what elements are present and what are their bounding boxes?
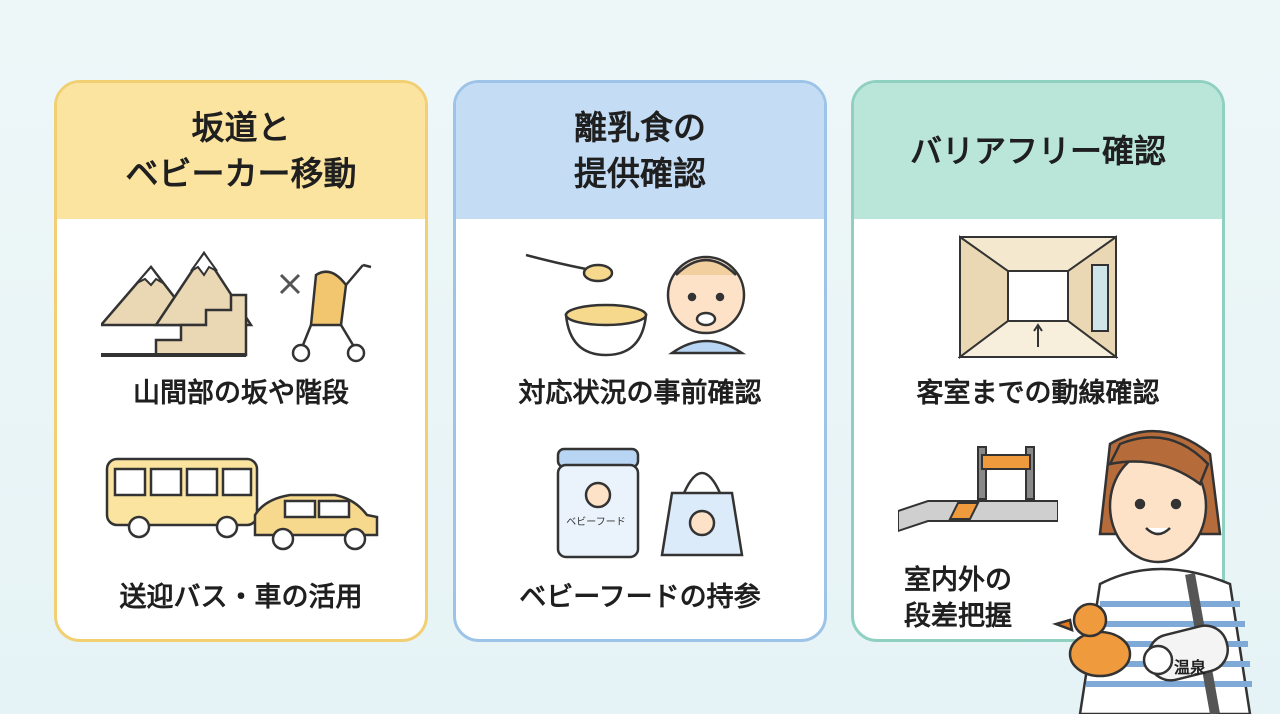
card-title: 離乳食の 提供確認 [456,83,824,219]
card-title-line1: 離乳食の [574,108,706,147]
slope-stairs-label: 山間部の坂や階段 [133,378,349,409]
card-title-line1: 坂道と [191,108,291,147]
mountains-stairs-icon [101,250,372,363]
bus-car-icon [105,457,379,551]
can-label: ベビーフード [566,517,626,528]
card-title-line2: 提供確認 [574,154,706,193]
step-gap-label-line2: 段差把握 [904,601,1012,632]
card-slope-stroller: 坂道と ベビーカー移動 山間部の坂や階段 [54,80,428,642]
step-barrier-icon [898,446,1058,533]
card-baby-food: 離乳食の 提供確認 対応状況の事前確認 ベビーフード ベビーフードの持参 [453,80,827,642]
bring-baby-food-label: ベビーフードの持参 [519,582,761,613]
card-title: バリアフリー確認 [854,83,1222,219]
advance-check-label: 対応状況の事前確認 [518,378,762,409]
woman-character-icon [1052,429,1252,714]
bus-car-label: 送迎バス・車の活用 [119,582,363,613]
step-gap-label: 室内外の 段差把握 [904,563,1012,635]
card-title-line1: バリアフリー確認 [909,132,1166,170]
spoon-bowl-baby-icon [525,253,747,357]
step-gap-label-line1: 室内外の [904,565,1012,596]
card-title: 坂道と ベビーカー移動 [57,83,425,219]
card-title-line2: ベビーカー移動 [125,154,357,193]
route-check-label: 客室までの動線確認 [916,378,1160,409]
corridor-icon [958,235,1118,359]
towel-label: 温泉 [1174,658,1207,677]
baby-food-can-bag-icon [556,447,744,559]
